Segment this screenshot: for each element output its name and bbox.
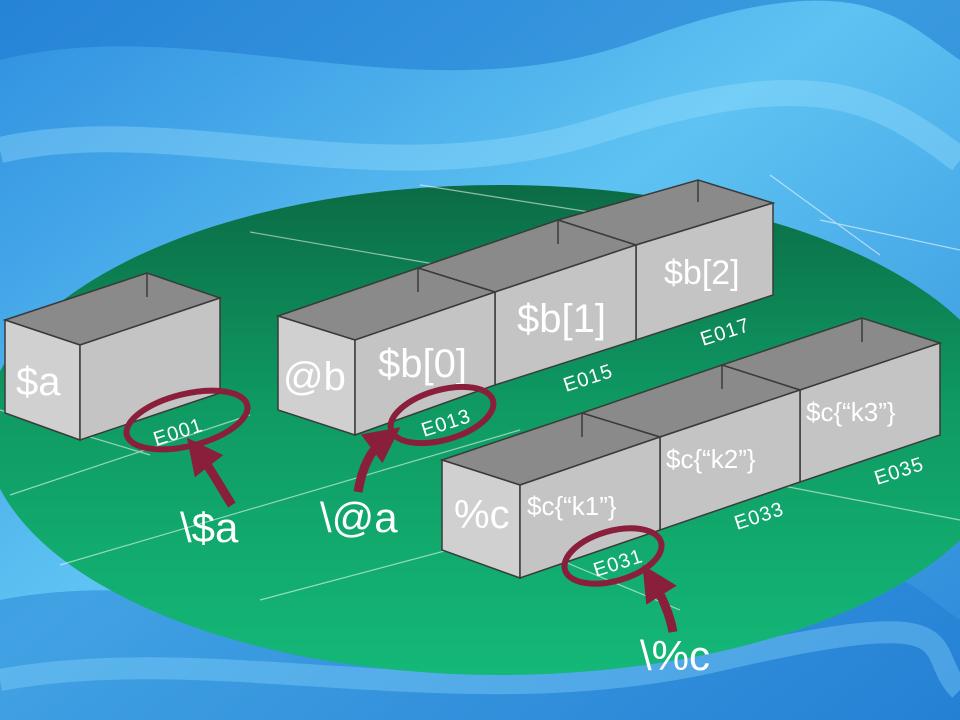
scalar-a — [2, 272, 223, 442]
pointer-hash — [561, 525, 678, 633]
reference-arrow — [642, 564, 678, 633]
pointer-array — [353, 383, 497, 493]
hash-reference-label: \%c — [640, 632, 710, 679]
scalar-reference-label: \$a — [180, 504, 239, 551]
address-highlight — [561, 525, 665, 587]
array-element-label: $b[1] — [517, 297, 606, 341]
array-element-label: $b[2] — [664, 254, 740, 292]
array-b — [275, 179, 776, 437]
box-front — [354, 290, 496, 437]
reference-arrow — [186, 437, 236, 508]
scalar-label: $a — [16, 360, 61, 404]
hash-element-label: $c{“k2”} — [666, 444, 756, 474]
hash-label: %c — [454, 493, 510, 537]
array-label: @b — [283, 355, 346, 399]
box-front — [519, 435, 661, 580]
hash-element-label: $c{“k1”} — [527, 491, 617, 521]
array-reference-label: \@a — [320, 494, 398, 541]
reference-arrow — [353, 427, 401, 493]
pointer-scalar — [123, 387, 251, 508]
hash-element-label: $c{“k3”} — [806, 397, 896, 427]
array-element-label: $b[0] — [378, 342, 467, 386]
hash-c — [439, 317, 943, 580]
